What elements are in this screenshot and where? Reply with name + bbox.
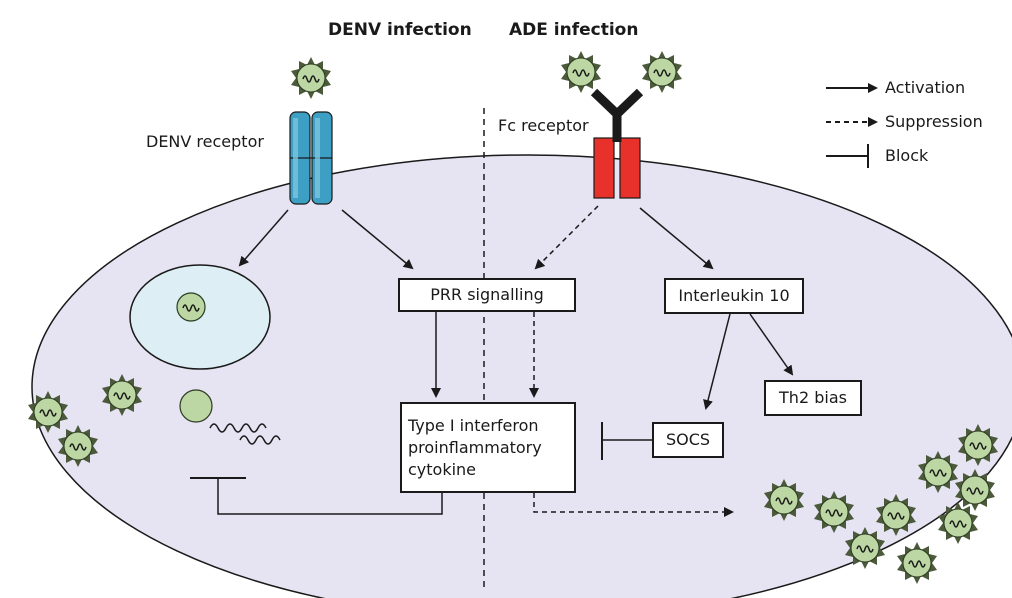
viral-rna-strand-1 [209,423,267,433]
box-ifn-line-3: cytokine [408,459,477,479]
box-ifn-line-2: proinflammatory [408,437,542,457]
arrow-fc-to-il10 [639,207,714,270]
box-interleukin-10-text: Interleukin 10 [678,286,790,305]
heading-denv-infection: DENV infection [328,20,472,40]
virus-icon-antibody-right [641,50,683,94]
arrow-receptor-to-nucleus [238,209,289,267]
arrow-il10-to-socs [703,313,731,410]
arrow-il10-to-th2 [749,313,794,376]
legend-block-label: Block [885,146,929,165]
box-socs: SOCS [652,422,724,458]
box-th2-bias-text: Th2 bias [779,388,847,407]
heading-ade-infection: ADE infection [509,20,639,40]
denv-receptor [289,111,333,205]
legend-activation-label: Activation [885,78,966,97]
virus-icon-antibody-left [560,50,602,94]
arrow-ifn-release-suppression [533,493,734,517]
arrow-fc-to-prr-suppression [534,205,599,270]
fc-receptor [593,137,641,199]
cell-body [31,154,1012,598]
viral-rna-strand-2 [239,435,281,445]
legend-suppression-label: Suppression [885,112,983,131]
virus-icon-released-5 [896,541,938,585]
box-ifn-line-1: Type I interferon [408,415,539,435]
virus-icon-denv-receptor [290,56,332,100]
antibody [590,88,644,142]
box-th2-bias: Th2 bias [764,380,862,416]
box-socs-text: SOCS [665,430,711,449]
nucleus-virus-particle [176,292,206,322]
block-ifn-to-replication [217,478,443,515]
arrow-receptor-to-prr [341,209,414,270]
box-interleukin-10: Interleukin 10 [664,278,804,314]
ribosome [179,389,213,423]
label-fc-receptor: Fc receptor [498,116,589,135]
box-type-i-interferon: Type I interferon proinflammatory cytoki… [400,402,576,493]
box-prr-signalling: PRR signalling [398,278,576,312]
label-denv-receptor: DENV receptor [146,132,264,151]
box-prr-signalling-text: PRR signalling [430,285,544,304]
